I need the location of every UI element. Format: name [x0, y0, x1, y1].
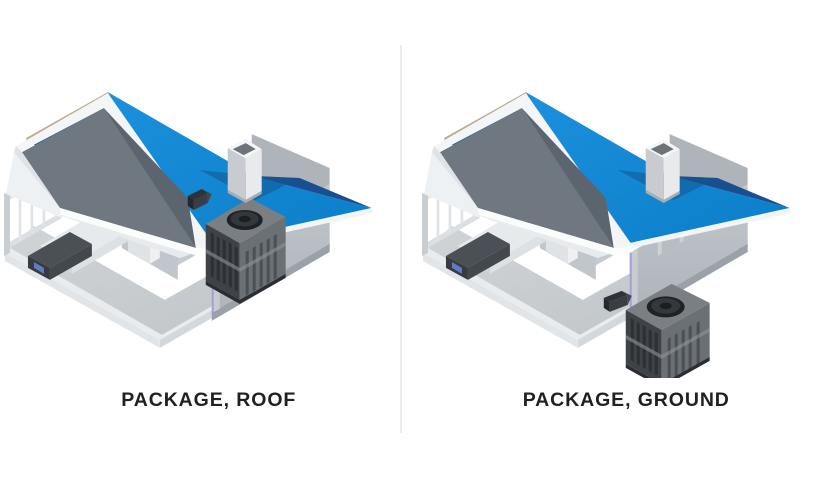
porch-soffit: [423, 152, 480, 218]
unit-louvers-right: [667, 320, 700, 378]
caption-package-ground: PACKAGE, GROUND: [522, 389, 730, 411]
duct-elbow: [603, 290, 632, 312]
porch-railing: [421, 162, 480, 256]
duct-elbow: [187, 189, 212, 211]
panel-package-ground: PACKAGE, GROUND: [418, 0, 835, 483]
package-unit-ground: [603, 283, 710, 378]
caption-package-roof: PACKAGE, ROOF: [121, 389, 297, 411]
panel-package-roof: PACKAGE, ROOF: [0, 48, 418, 411]
chimney: [227, 139, 262, 204]
vertical-divider: [400, 45, 402, 433]
porch-soffit: [5, 152, 62, 218]
chimney: [645, 139, 680, 204]
house-ground-diagram: [421, 92, 792, 378]
roof-cutaway: [13, 93, 215, 258]
roof-cutaway: [431, 93, 633, 258]
illustration-package-roof: [0, 48, 418, 378]
package-unit-rooftop: [187, 189, 286, 304]
illustration-package-ground: [418, 48, 835, 378]
house-roof-diagram: [3, 92, 374, 348]
unit-louvers-right: [245, 233, 277, 296]
